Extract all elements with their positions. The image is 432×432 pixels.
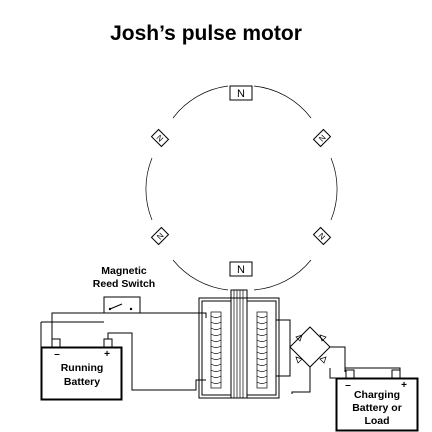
running-battery-minus: – — [54, 349, 60, 360]
coil-bobbin — [198, 297, 280, 399]
magnet-label: N — [155, 231, 166, 242]
diagram-title: Josh’s pulse motor — [110, 22, 302, 45]
battery-terminal-negative — [51, 338, 61, 348]
battery-terminal-positive — [103, 338, 113, 348]
rotor-magnet-upper-right: N — [312, 128, 332, 148]
rotor-arc — [172, 85, 229, 119]
running-battery: – + Running Battery — [40, 338, 123, 401]
drive-circuit-wires — [40, 312, 207, 391]
reed-switch-label-line2: Reed Switch — [93, 278, 155, 290]
iron-core — [230, 289, 248, 399]
charging-battery: – + Charging Battery or Load — [329, 367, 419, 432]
rotor-magnet-upper-left: N — [150, 128, 170, 148]
rotor-arc — [253, 259, 312, 291]
reed-switch-label-line1: Magnetic — [101, 265, 147, 277]
magnet-label: N — [237, 88, 245, 100]
running-battery-label-line1: Running — [61, 362, 104, 374]
running-battery-label-line2: Battery — [64, 376, 100, 388]
magnet-label: N — [154, 133, 165, 144]
rotor-magnet-lower-right: N — [312, 226, 332, 246]
magnet-label: N — [317, 133, 328, 144]
charging-terminal-negative — [345, 369, 355, 379]
reed-switch — [103, 296, 141, 314]
rotor-arc — [172, 259, 229, 291]
running-battery-plus: + — [104, 349, 110, 360]
coil-assembly — [198, 289, 280, 399]
rotor-arc — [253, 85, 312, 119]
magnet-label: N — [316, 231, 327, 242]
charging-terminal-positive — [391, 369, 401, 379]
charging-battery-minus: – — [345, 380, 351, 391]
charging-label-line2: Battery or — [352, 402, 402, 414]
charging-battery-plus: + — [401, 380, 407, 391]
rotor-arc — [145, 157, 153, 221]
rotor-magnet-top: N — [229, 85, 253, 101]
rotor-wheel: N N N N N N — [145, 85, 338, 291]
magnet-label: N — [237, 264, 245, 276]
charging-label-line3: Load — [364, 415, 389, 427]
charging-label-line1: Charging — [354, 389, 400, 401]
rotor-magnet-lower-left: N — [150, 226, 170, 246]
recovery-winding — [256, 311, 268, 389]
rotor-magnet-bottom: N — [229, 261, 253, 277]
drive-winding — [210, 311, 222, 389]
bridge-rectifier — [276, 319, 346, 394]
rotor-arc — [330, 157, 338, 221]
